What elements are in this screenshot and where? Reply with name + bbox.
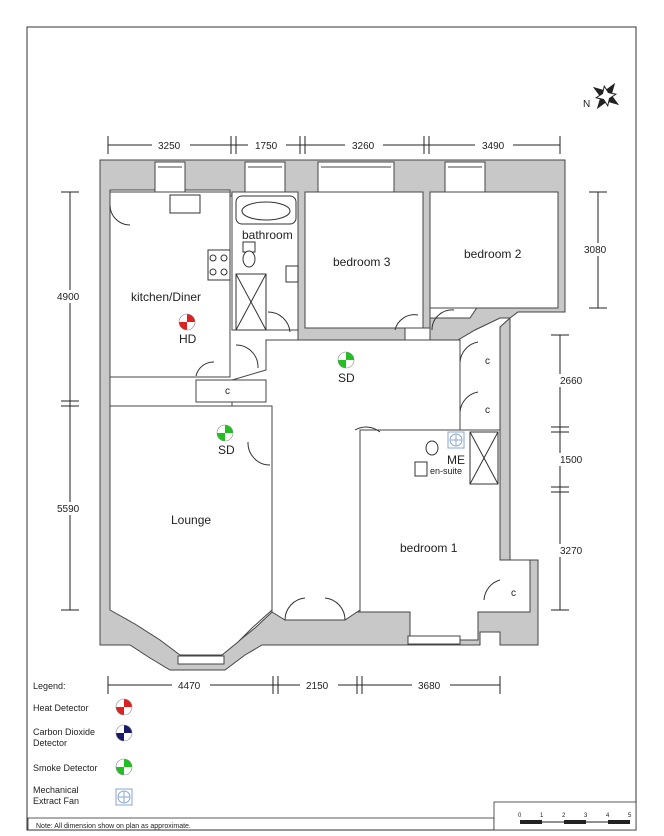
scale-tick-0: 0 bbox=[518, 813, 522, 819]
dim-top-3: 3260 bbox=[352, 141, 375, 152]
dim-left-1: 4900 bbox=[57, 292, 80, 303]
scale-tick-1: 1 bbox=[540, 813, 544, 819]
windows bbox=[154, 161, 486, 665]
dim-top-4: 3490 bbox=[482, 141, 505, 152]
bath-fixtures bbox=[169, 194, 499, 485]
extract-fan-icon bbox=[447, 431, 465, 449]
scale-tick-4: 4 bbox=[606, 813, 610, 819]
scale-bar: 0 1 2 3 4 5 bbox=[493, 801, 637, 831]
cupboard-label-3: c bbox=[485, 405, 490, 416]
scale-tick-2: 2 bbox=[562, 813, 566, 819]
scale-tick-5: 5 bbox=[628, 813, 632, 819]
legend-fan-label-2: Extract Fan bbox=[33, 796, 79, 806]
legend-title: Legend: bbox=[33, 681, 66, 691]
dim-left-2: 5590 bbox=[57, 504, 80, 515]
room-kitchen-label: kitchen/Diner bbox=[131, 290, 201, 304]
legend-heat-icon bbox=[115, 698, 133, 716]
doors bbox=[109, 204, 501, 621]
legend-heat-label: Heat Detector bbox=[33, 703, 89, 713]
dimension-labels: 3250 1750 3260 3490 4900 5590 3080 2660 … bbox=[52, 138, 616, 692]
dim-top-1: 3250 bbox=[158, 141, 181, 152]
room-ensuite-label: en-suite bbox=[430, 466, 462, 476]
dim-right-2: 2660 bbox=[560, 376, 583, 387]
note-text: Note: All dimension show on plan as appr… bbox=[36, 823, 191, 830]
legend-co-icon bbox=[115, 724, 133, 742]
dim-bottom-3: 3680 bbox=[418, 681, 441, 692]
cupboard-label-4: c bbox=[511, 588, 516, 599]
room-bedroom3-label: bedroom 3 bbox=[333, 255, 391, 269]
legend-smoke-label: Smoke Detector bbox=[33, 763, 98, 773]
smoke-detector-icon bbox=[337, 351, 355, 369]
room-bedroom1-label: bedroom 1 bbox=[400, 541, 458, 555]
compass-icon bbox=[592, 82, 620, 110]
dim-right-1: 3080 bbox=[584, 245, 607, 256]
legend-fan-icon bbox=[115, 788, 133, 806]
north-label: N bbox=[583, 99, 590, 110]
legend-fan-label: Mechanical bbox=[33, 785, 79, 795]
room-lounge-label: Lounge bbox=[171, 513, 211, 527]
smoke-detector-label-1: SD bbox=[338, 371, 355, 385]
smoke-detector-label-2: SD bbox=[218, 443, 235, 457]
cupboard-label-1: c bbox=[225, 386, 230, 397]
dim-top-2: 1750 bbox=[255, 141, 278, 152]
legend-smoke-icon bbox=[115, 758, 133, 776]
room-bathroom-label: bathroom bbox=[242, 228, 293, 242]
scale-tick-3: 3 bbox=[584, 813, 588, 819]
cupboard-label-2: c bbox=[485, 356, 490, 367]
dim-bottom-1: 4470 bbox=[178, 681, 201, 692]
dim-right-3: 1500 bbox=[560, 455, 583, 466]
legend-co-label: Carbon Dioxide bbox=[33, 727, 95, 737]
room-bedroom2-label: bedroom 2 bbox=[464, 247, 522, 261]
dim-right-4: 3270 bbox=[560, 546, 583, 557]
legend-co-label-2: Detector bbox=[33, 738, 67, 748]
dim-bottom-2: 2150 bbox=[306, 681, 329, 692]
heat-detector-icon bbox=[178, 313, 196, 331]
smoke-detector-icon bbox=[216, 424, 234, 442]
heat-detector-label: HD bbox=[179, 332, 197, 346]
extract-fan-label: ME bbox=[447, 453, 465, 467]
